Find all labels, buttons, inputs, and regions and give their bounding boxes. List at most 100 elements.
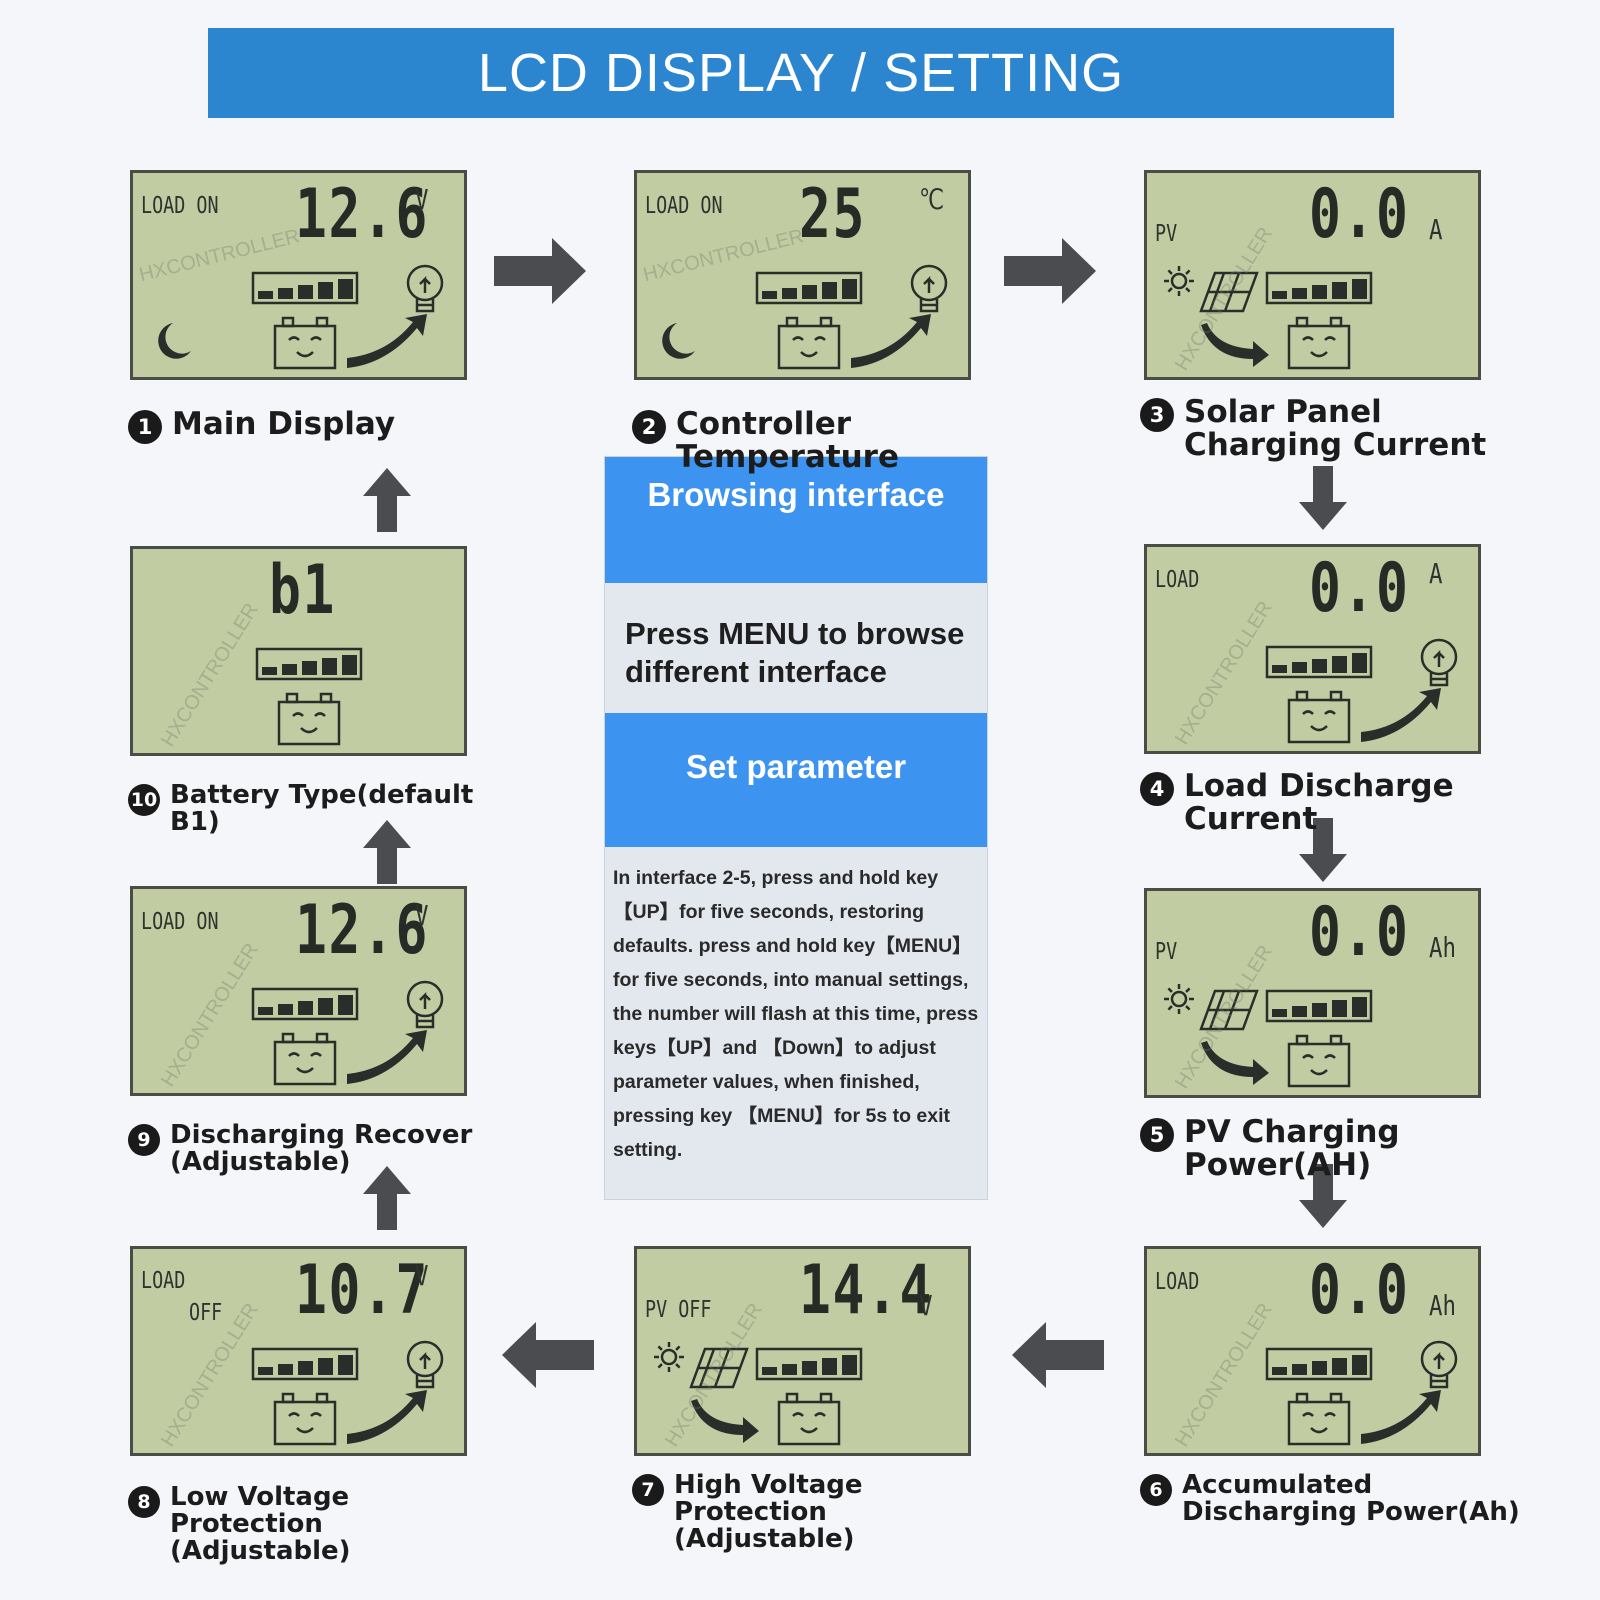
arrow-down-icon [1299,1164,1347,1228]
lcd-status-text: PV OFF [645,1297,712,1323]
step-number-badge: 1 [128,410,162,444]
caption-8: 8 Low Voltage Protection (Adjustable) [128,1484,508,1565]
lcd-unit-label: Ah [1429,931,1456,964]
lcd-unit-label: V [919,1289,933,1322]
lcd-unit-label: V [415,1259,429,1292]
lcd-value-readout: b1 [269,551,336,630]
step-number-badge: 5 [1140,1118,1174,1152]
battery-level-icon [1265,1347,1373,1381]
moon-icon [158,323,191,359]
battery-face-icon [273,316,337,370]
solar-panel-icon [1164,984,1259,1031]
caption-text: Discharging Recover (Adjustable) [170,1120,473,1177]
lcd-unit-label: Ah [1429,1289,1456,1322]
solar-panel-icon [654,1342,749,1389]
step-number-badge: 8 [128,1486,160,1518]
battery-level-icon [255,647,363,681]
arrow-up-icon [363,1166,411,1230]
arrow-up-icon [363,468,411,532]
lcd-value-readout: 0.0 [1309,1251,1410,1330]
battery-level-icon [755,271,863,305]
lcd-status-text: LOAD [1155,1269,1200,1295]
moon-icon [662,323,695,359]
discharge-arrow-icon [347,1030,427,1084]
caption-text: Battery Type(default B1) [170,780,474,837]
battery-face-icon [1287,690,1351,744]
arrow-down-icon [1299,466,1347,530]
caption-text: Low Voltage Protection (Adjustable) [170,1482,351,1566]
solar-panel-icon [1164,266,1259,313]
arrow-left-icon [1012,1322,1104,1388]
step-number-badge: 7 [632,1474,664,1506]
lcd-unit-label: ℃ [919,183,945,216]
battery-level-icon [251,1347,359,1381]
bulb-icon [1420,638,1458,687]
lcd-value-readout: 10.7 [295,1251,429,1330]
battery-face-icon [273,1392,337,1446]
lcd-value-readout: 0.0 [1309,175,1410,254]
caption-text: High Voltage Protection (Adjustable) [674,1470,863,1554]
set-text: In interface 2-5, press and hold key 【UP… [613,867,979,1161]
lcd-unit-label: V [415,183,429,216]
caption-7: 7 High Voltage Protection (Adjustable) [632,1472,1012,1553]
battery-level-icon [1265,271,1373,305]
step-number-badge: 10 [128,784,160,816]
lcd-status-text: LOAD ON [141,909,219,935]
caption-1: 1 Main Display [128,408,488,444]
discharge-arrow-icon [347,314,427,368]
battery-face-icon [1287,316,1351,370]
battery-face-icon [1287,1034,1351,1088]
battery-level-icon [755,1347,863,1381]
browse-text: Press MENU to browse different interface [625,616,965,689]
caption-text: Main Display [172,406,396,442]
caption-4: 4 Load Discharge Current [1140,770,1560,836]
bulb-icon [1420,1340,1458,1389]
bulb-icon [406,264,444,313]
browse-heading: Browsing interface [605,457,987,583]
page-title: LCD DISPLAY / SETTING [208,28,1394,118]
charge-arrow-icon [1201,323,1269,367]
caption-9: 9 Discharging Recover (Adjustable) [128,1122,508,1176]
lcd-status-text: LOAD ON [141,193,219,219]
lcd-status-text: PV [1155,221,1178,247]
discharge-arrow-icon [347,1390,427,1444]
discharge-arrow-icon [851,314,931,368]
battery-level-icon [251,271,359,305]
discharge-arrow-icon [1361,1390,1441,1444]
arrow-left-icon [502,1322,594,1388]
caption-text: Solar Panel Charging Current [1184,394,1487,463]
battery-level-icon [1265,645,1373,679]
step-number-badge: 9 [128,1124,160,1156]
charge-arrow-icon [1201,1041,1269,1085]
caption-text: Accumulated Discharging Power(Ah) [1182,1470,1520,1527]
step-number-badge: 6 [1140,1474,1172,1506]
lcd-value-readout: 14.4 [799,1251,933,1330]
bulb-icon [910,264,948,313]
lcd-value-readout: 12.6 [295,175,429,254]
arrow-down-icon [1299,818,1347,882]
lcd-value-readout: 0.0 [1309,893,1410,972]
arrow-right-icon [1004,238,1096,304]
battery-face-icon [1287,1392,1351,1446]
caption-6: 6 Accumulated Discharging Power(Ah) [1140,1472,1540,1526]
battery-face-icon [277,692,341,746]
lcd-value-readout: 25 [799,175,866,254]
step-number-badge: 4 [1140,772,1174,806]
arrow-right-icon [494,238,586,304]
bulb-icon [406,1340,444,1389]
bulb-icon [406,980,444,1029]
caption-text: Load Discharge Current [1184,768,1454,837]
step-number-badge: 2 [632,410,666,444]
